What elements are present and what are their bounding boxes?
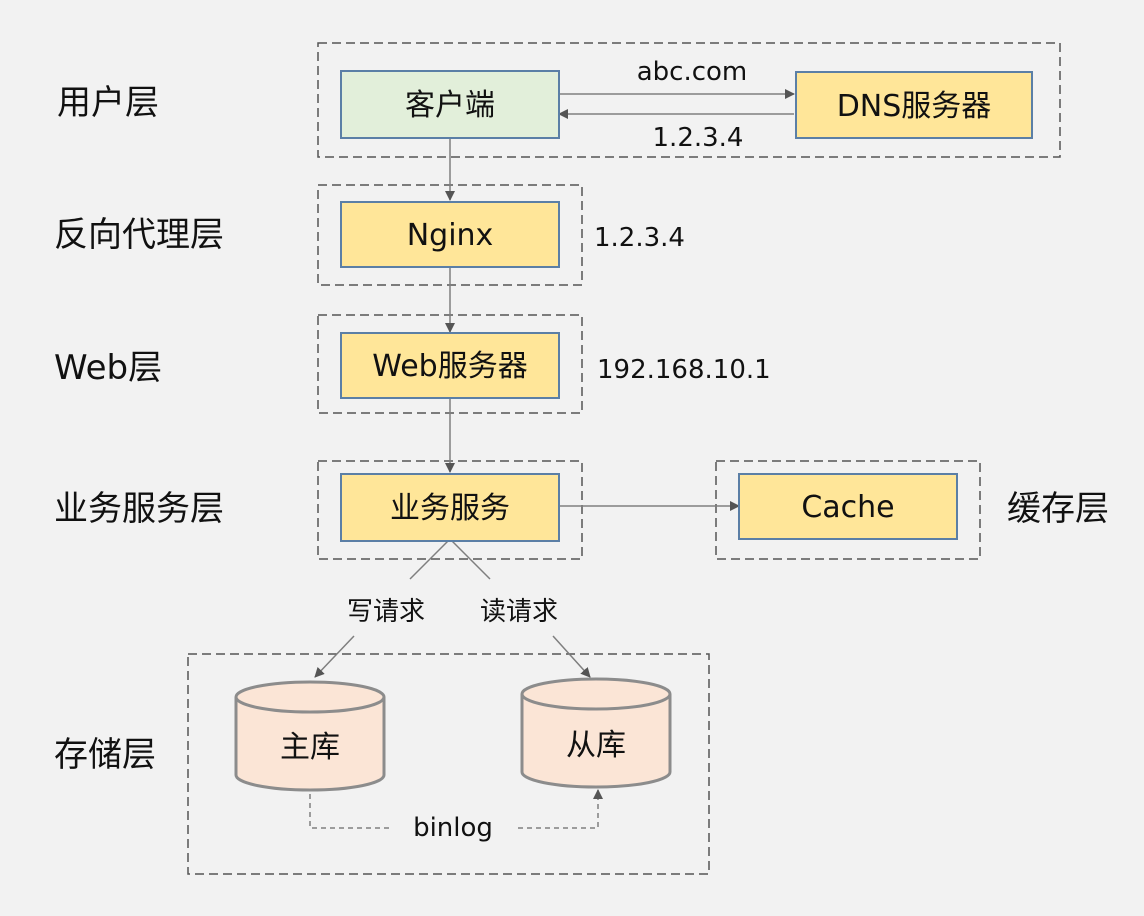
edge-binlog-left <box>309 794 389 829</box>
web-server-node-label: Web服务器 <box>372 349 527 384</box>
edge-write-request <box>409 540 449 580</box>
client-node-label: 客户端 <box>405 88 495 123</box>
client-node <box>340 70 560 139</box>
master-db-cylinder <box>234 697 386 792</box>
nginx-ip-label: 1.2.3.4 <box>594 223 685 253</box>
web-server-node <box>340 332 560 399</box>
group-cache-layer <box>715 460 981 560</box>
edge-read-request <box>451 540 491 580</box>
write-request-label: 写请求 <box>347 597 425 627</box>
dns-node-label: DNS服务器 <box>837 89 992 124</box>
layer-label-web: Web层 <box>54 348 162 388</box>
master-db-label: 主库 <box>280 730 340 765</box>
layer-label-user: 用户层 <box>57 83 159 123</box>
business-service-node-label: 业务服务 <box>390 491 510 526</box>
group-user-layer <box>317 42 1061 158</box>
master-db-node: 主库 <box>234 680 386 792</box>
edge-read-to-slave <box>552 635 591 678</box>
layer-label-cache: 缓存层 <box>1007 489 1109 529</box>
nginx-node-label: Nginx <box>407 218 494 253</box>
binlog-label: binlog <box>413 813 493 843</box>
layer-label-proxy: 反向代理层 <box>54 215 224 255</box>
slave-db-label: 从库 <box>566 728 626 763</box>
layer-label-service: 业务服务层 <box>54 489 224 529</box>
cache-node-label: Cache <box>801 490 894 525</box>
slave-db-top <box>520 677 672 711</box>
group-storage-layer <box>187 653 710 875</box>
master-db-top <box>234 680 386 714</box>
edge-write-to-master <box>314 635 355 678</box>
cache-node <box>738 473 958 540</box>
web-ip-label: 192.168.10.1 <box>597 355 771 385</box>
dns-node <box>795 71 1033 139</box>
slave-db-cylinder <box>520 694 672 789</box>
layer-label-storage: 存储层 <box>54 735 156 775</box>
dns-query-label: abc.com <box>637 57 748 87</box>
business-service-node <box>340 473 560 542</box>
nginx-node <box>340 201 560 268</box>
read-request-label: 读请求 <box>480 597 558 627</box>
slave-db-node: 从库 <box>520 677 672 789</box>
dns-reply-label: 1.2.3.4 <box>653 123 744 153</box>
